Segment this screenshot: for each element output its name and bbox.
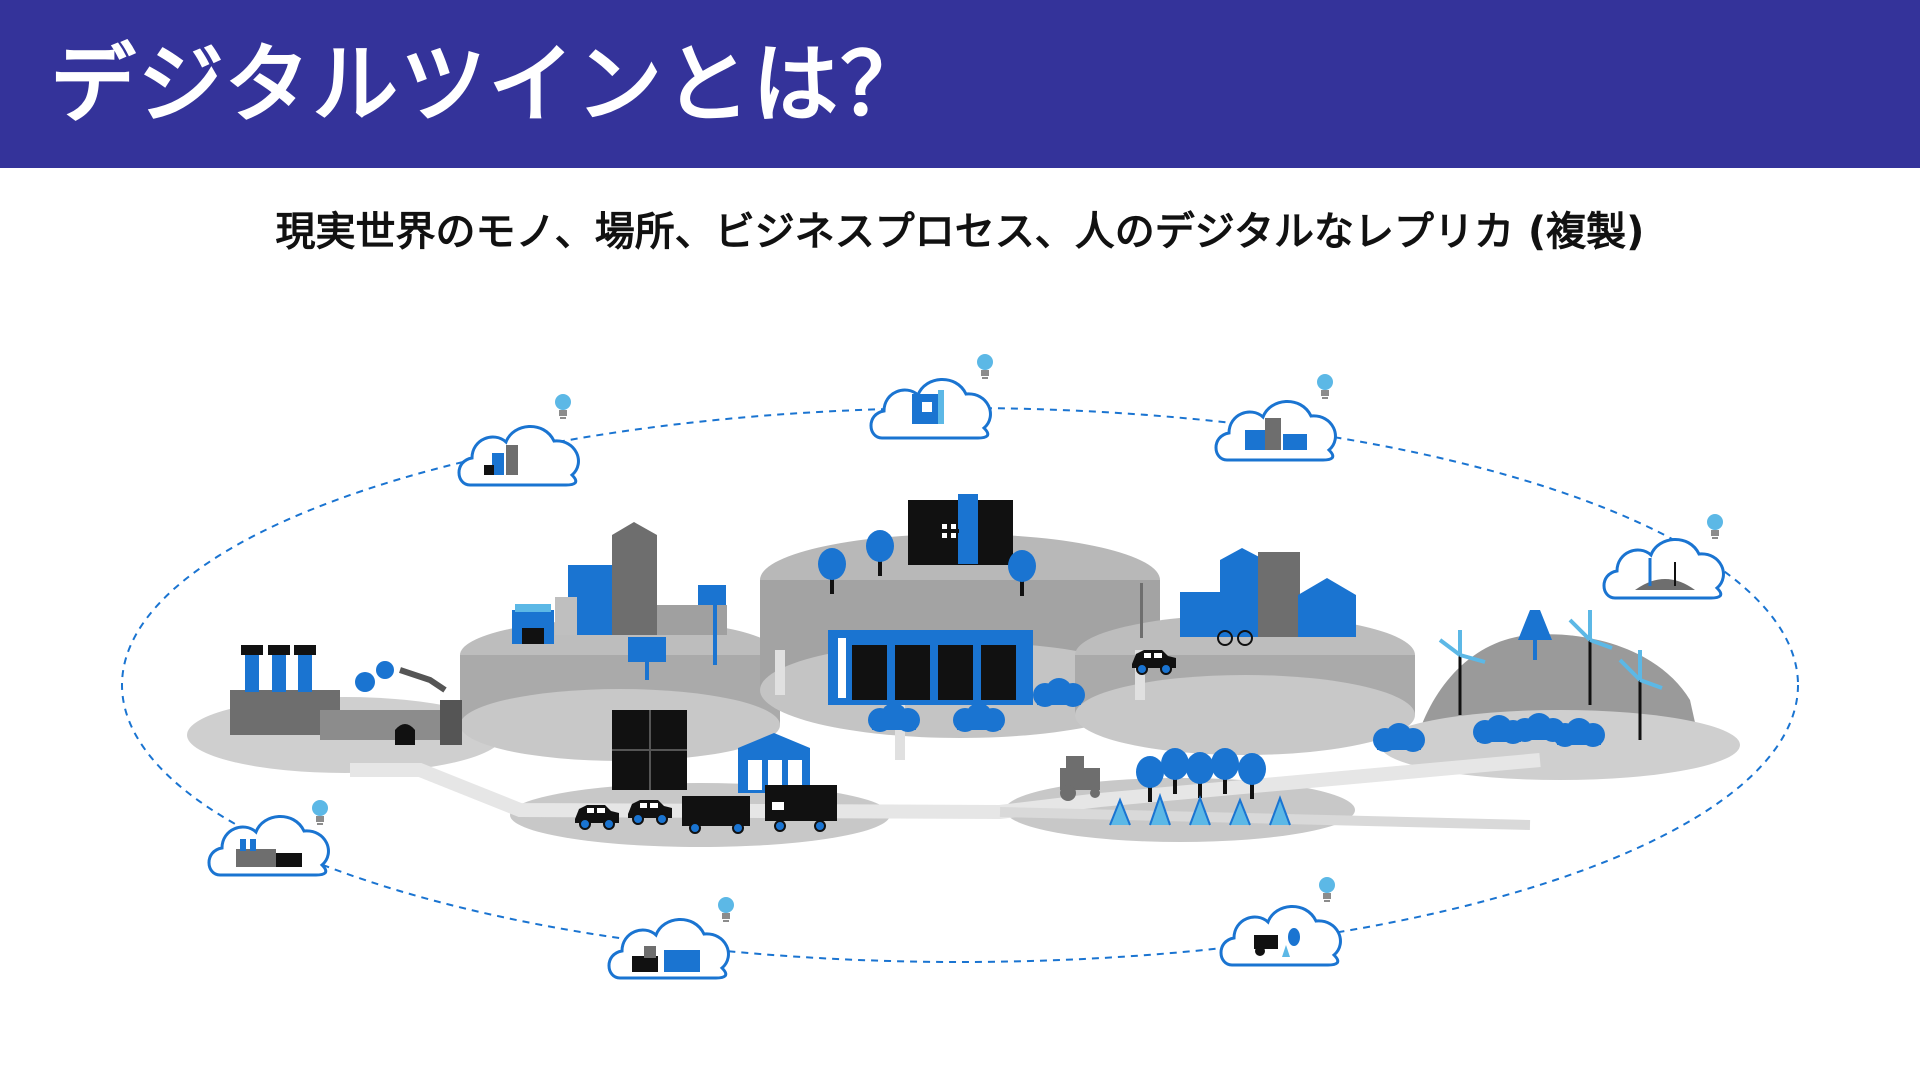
lightbulb-icon	[555, 394, 571, 419]
factory-icon	[230, 645, 462, 745]
cloud-node-wind	[1602, 537, 1725, 600]
cloud-node-city	[457, 424, 580, 487]
cloud-node-warehouse	[607, 917, 730, 980]
lightbulb-icon	[977, 354, 993, 379]
lightbulb-icon	[1319, 877, 1335, 902]
government-buildings-icon	[1131, 548, 1356, 675]
wind-energy-icon	[1373, 610, 1663, 752]
slide-subtitle: 現実世界のモノ、場所、ビジネスプロセス、人のデジタルなレプリカ (複製)	[275, 209, 1645, 255]
lightbulb-icon	[718, 897, 734, 922]
city-buildings-icon	[512, 522, 727, 680]
cloud-node-factory	[207, 814, 330, 877]
title-banner: デジタルツインとは？	[0, 0, 1920, 168]
hospital-building-icon	[818, 494, 1036, 596]
lightbulb-icon	[312, 800, 328, 825]
cloud-node-agriculture	[1219, 904, 1342, 967]
cloud-node-hospital	[869, 377, 992, 440]
lightbulb-icon	[1707, 514, 1723, 539]
cloud-node-government	[1214, 399, 1337, 462]
vehicles	[574, 785, 837, 834]
lightbulb-icon	[1317, 374, 1333, 399]
slide-title: デジタルツインとは？	[50, 35, 929, 135]
data-center-icon	[828, 630, 1085, 732]
agriculture-icon	[1060, 748, 1291, 826]
warehouse-icon	[612, 710, 810, 793]
